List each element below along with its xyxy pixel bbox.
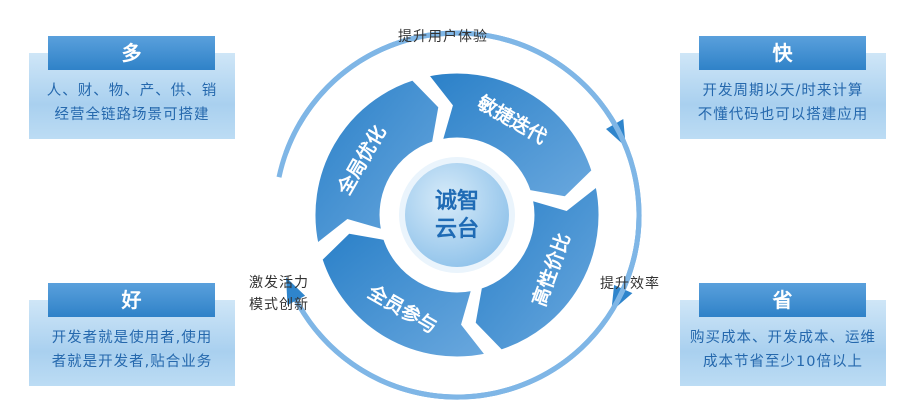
card-kuai: 快 开发周期以天/时来计算不懂代码也可以搭建应用 xyxy=(680,36,886,139)
card-line: 者就是开发者,贴合业务 xyxy=(51,354,213,370)
card-line: 开发周期以天/时来计算 xyxy=(702,83,864,99)
label-inspire-line2: 模式创新 xyxy=(249,297,309,313)
cycle-segment xyxy=(312,77,442,248)
card-line: 开发者就是使用者,使用 xyxy=(51,330,213,346)
card-sheng: 省 购买成本、开发成本、运维成本节省至少10倍以上 xyxy=(680,283,886,386)
center-circle xyxy=(405,163,509,267)
card-title: 好 xyxy=(48,283,215,317)
label-efficiency: 提升效率 xyxy=(600,276,660,292)
outer-cycle-arrows xyxy=(276,30,642,400)
card-line: 人、财、物、产、供、销 xyxy=(46,83,218,99)
card-title: 省 xyxy=(699,283,866,317)
label-inspire-line1: 激发活力 xyxy=(249,275,309,291)
card-line: 经营全链路场景可搭建 xyxy=(54,107,210,123)
card-line: 购买成本、开发成本、运维 xyxy=(690,330,876,346)
arrowhead-icon xyxy=(286,277,306,306)
card-title: 多 xyxy=(48,36,215,70)
card-duo: 多 人、财、物、产、供、销经营全链路场景可搭建 xyxy=(29,36,235,139)
label-improve-ux: 提升用户体验 xyxy=(398,29,488,45)
card-hao: 好 开发者就是使用者,使用者就是开发者,贴合业务 xyxy=(29,283,235,386)
card-line: 不懂代码也可以搭建应用 xyxy=(697,107,869,123)
card-title: 快 xyxy=(699,36,866,70)
center-title-line2: 云台 xyxy=(435,216,479,242)
outer-arc xyxy=(297,41,396,126)
center-title-line1: 诚智 xyxy=(435,188,479,214)
cycle-segment xyxy=(424,70,595,200)
cycle-segment xyxy=(472,182,602,353)
card-line: 成本节省至少10倍以上 xyxy=(703,354,863,370)
cycle-segment xyxy=(319,230,490,360)
